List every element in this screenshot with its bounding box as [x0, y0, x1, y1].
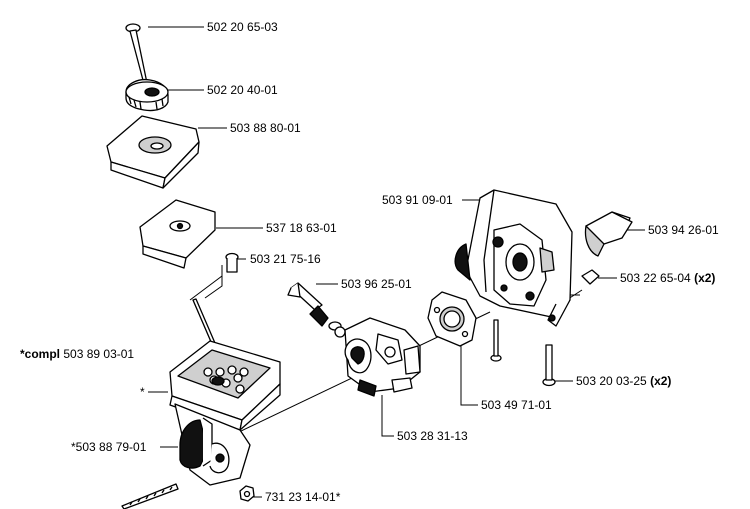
part-label-502-20-65-03: 502 20 65-03	[207, 20, 278, 34]
part-label-503-91-09-01: 503 91 09-01	[382, 193, 453, 207]
compl-note: *compl	[20, 347, 61, 361]
carburetor-503-28-31-13	[334, 317, 421, 397]
part-label-503-94-26-01: 503 94 26-01	[648, 223, 719, 237]
part-label-503-89-03-01: *compl 503 89 03-01	[20, 347, 135, 361]
part-label-731-23-14-01: 731 23 14-01*	[265, 490, 341, 504]
clip-503-22-65-04	[581, 269, 600, 285]
gasket-503-49-71-01	[427, 291, 477, 347]
carburetor-housing-503-91-09-01	[454, 189, 573, 327]
part-label-502-20-40-01: 502 20 40-01	[207, 83, 278, 97]
screw-503-21-75-16	[225, 252, 239, 273]
screw-503-20-03-25-a	[490, 319, 502, 362]
part-label-503-20-03-25: 503 20 03-25 (x2)	[576, 374, 672, 388]
nut-731-23-14-01	[239, 485, 255, 502]
part-label-537-18-63-01: 537 18 63-01	[266, 221, 337, 235]
part-label-503-96-25-01: 503 96 25-01	[341, 277, 412, 291]
part-label-503-88-79-01: *503 88 79-01	[71, 440, 147, 454]
fuel-line	[121, 483, 179, 509]
filter-element-537-18-63-01	[139, 199, 216, 269]
part-label-503-21-75-16: 503 21 75-16	[250, 252, 321, 266]
part-label-503-49-71-01: 503 49 71-01	[481, 398, 552, 412]
quantity-qualifier: (x2)	[650, 374, 672, 388]
filter-cover-503-88-80-01	[106, 115, 200, 189]
knob-502-20-40-01	[125, 78, 169, 112]
filter-housing-503-89-03-01	[169, 340, 281, 486]
screw-502-20-65-03	[125, 23, 148, 85]
cable-holder-503-94-26-01	[584, 211, 633, 257]
quantity-qualifier: (x2)	[694, 271, 716, 285]
part-label-asterisk: *	[140, 385, 145, 399]
screw-503-20-03-25-b	[542, 344, 556, 387]
part-label-503-28-31-13: 503 28 31-13	[397, 429, 468, 443]
part-label-503-22-65-04: 503 22 65-04 (x2)	[620, 271, 716, 285]
part-label-503-88-80-01: 503 88 80-01	[230, 121, 301, 135]
choke-lever-503-96-25-01	[287, 282, 342, 331]
